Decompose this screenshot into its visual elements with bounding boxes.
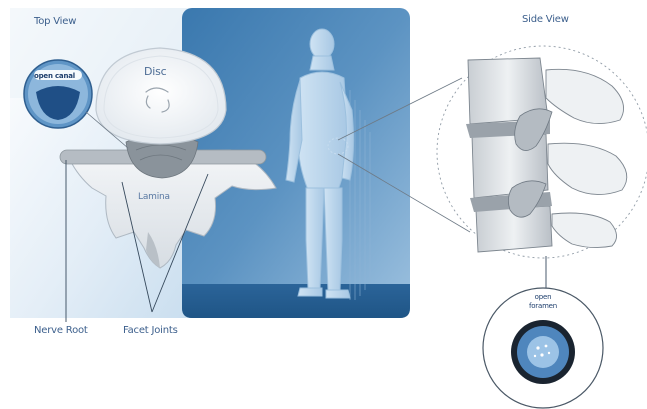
facet-joints-label: Facet Joints — [123, 325, 178, 336]
open-foramen-label-line1: open — [510, 293, 576, 302]
nerve-root-label: Nerve Root — [34, 325, 88, 336]
side-view-label: Side View — [522, 14, 569, 25]
side-view-callout — [437, 46, 647, 290]
top-view-label: Top View — [34, 16, 76, 27]
open-foramen-label-line2: foramen — [510, 302, 576, 311]
disc-label: Disc — [144, 65, 167, 78]
lamina-label: Lamina — [138, 192, 170, 202]
open-foramen-label: open foramen — [510, 293, 576, 311]
open-canal-label: open canal — [34, 72, 75, 80]
